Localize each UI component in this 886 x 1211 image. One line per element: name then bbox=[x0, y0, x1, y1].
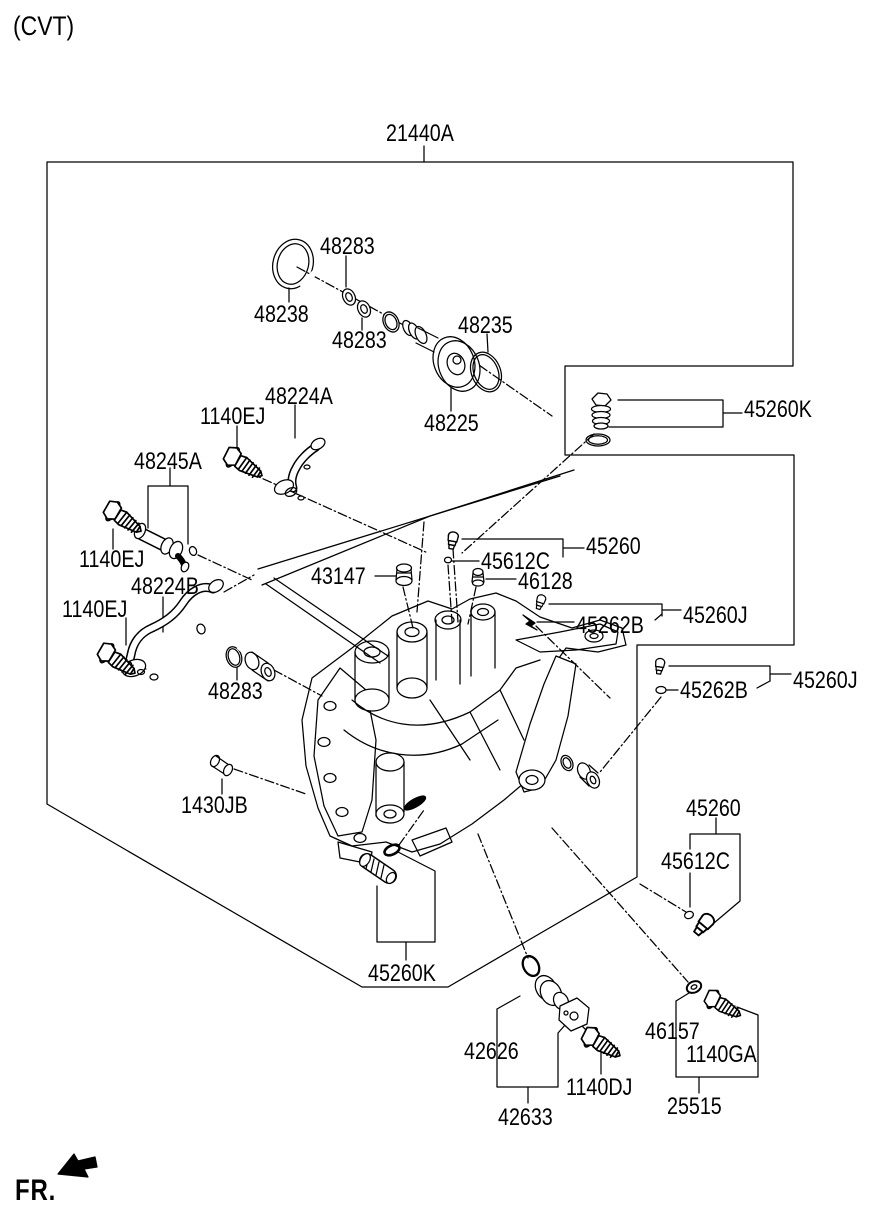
callout-brackets bbox=[112, 255, 792, 1104]
assembly-boundary-outline bbox=[46, 145, 795, 988]
part-label-1140EJ-c: 1140EJ bbox=[62, 596, 128, 623]
variant-note: (CVT) bbox=[13, 11, 75, 41]
mounting-surface-lines bbox=[257, 469, 575, 664]
part-label-48245A: 48245A bbox=[134, 448, 202, 475]
oil-pump-ring bbox=[382, 311, 400, 333]
part-label-1140EJ-a: 1140EJ bbox=[200, 403, 266, 430]
o-ring-48235 bbox=[469, 351, 503, 393]
part-label-1430JB: 1430JB bbox=[181, 792, 248, 819]
bolt-1140EJ-a bbox=[219, 443, 269, 485]
part-label-48224B: 48224B bbox=[131, 573, 199, 600]
front-direction-label: FR. bbox=[15, 1174, 57, 1207]
snap-ring-48283-c bbox=[225, 646, 247, 668]
part-label-48225: 48225 bbox=[424, 410, 479, 437]
part-label-42626: 42626 bbox=[464, 1038, 519, 1065]
bolt-1140GA bbox=[700, 986, 747, 1024]
plug-45260-b bbox=[690, 910, 718, 939]
case-plugs bbox=[560, 754, 601, 789]
part-label-45260J-a: 45260J bbox=[683, 602, 748, 629]
part-label-45612C-a: 45612C bbox=[481, 548, 550, 575]
ring-45612C-a bbox=[443, 556, 453, 564]
part-label-48238: 48238 bbox=[254, 301, 309, 328]
part-label-45260K-a: 45260K bbox=[744, 396, 812, 423]
part-label-48235: 48235 bbox=[458, 312, 513, 339]
plug-46128 bbox=[471, 567, 485, 587]
cap-43147 bbox=[395, 563, 413, 587]
drain-plug-45260K-a bbox=[585, 392, 612, 447]
bolt-1140DJ bbox=[577, 1023, 627, 1065]
part-label-48224A: 48224A bbox=[265, 383, 333, 410]
part-label-43147: 43147 bbox=[311, 563, 366, 590]
part-label-48283-b: 48283 bbox=[332, 327, 387, 354]
part-label-45260K-b: 45260K bbox=[368, 960, 436, 987]
seal-ring-48283-b bbox=[356, 300, 372, 318]
spring-plug-45260K-b bbox=[359, 843, 401, 885]
screw-45260-a bbox=[445, 530, 460, 551]
leader-dash-lines bbox=[127, 266, 689, 1035]
washer-46157 bbox=[685, 980, 703, 994]
part-label-25515: 25515 bbox=[667, 1093, 722, 1120]
valve-body-illustration bbox=[301, 592, 627, 865]
ring-45262B-b bbox=[655, 685, 667, 695]
tube-48224A bbox=[273, 437, 326, 501]
part-label-1140DJ: 1140DJ bbox=[566, 1074, 633, 1101]
part-label-45262B-b: 45262B bbox=[680, 677, 748, 704]
part-label-45260-a: 45260 bbox=[586, 533, 641, 560]
part-label-42633: 42633 bbox=[498, 1104, 553, 1131]
front-direction-arrow-icon bbox=[57, 1153, 98, 1178]
part-label-46128: 46128 bbox=[518, 568, 573, 595]
bushing-48283-c bbox=[244, 651, 276, 682]
part-label-46157: 46157 bbox=[645, 1018, 700, 1045]
screw-45262B-a bbox=[533, 593, 548, 611]
part-label-1140GA: 1140GA bbox=[686, 1041, 757, 1068]
pin-45262B-a bbox=[522, 614, 538, 631]
ring-45612C-b bbox=[683, 910, 695, 920]
part-label-45262B-a: 45262B bbox=[576, 612, 644, 639]
tube-48245A bbox=[133, 522, 198, 573]
seal-ring-48283-a bbox=[341, 288, 357, 306]
pump-shaft-48225 bbox=[402, 319, 481, 392]
part-label-48283-c: 48283 bbox=[208, 678, 263, 705]
part-label-1140EJ-b: 1140EJ bbox=[79, 546, 145, 573]
snap-ring-48238 bbox=[272, 238, 319, 290]
speed-sensor-42633 bbox=[521, 954, 590, 1032]
pin-1430JB bbox=[209, 754, 234, 777]
part-label-45612C-b: 45612C bbox=[661, 848, 730, 875]
part-label-45260-b: 45260 bbox=[686, 795, 741, 822]
part-label-21440A: 21440A bbox=[386, 120, 454, 147]
part-label-48283-a: 48283 bbox=[320, 233, 375, 260]
part-label-45260J-b: 45260J bbox=[793, 667, 858, 694]
screw-45262B-b bbox=[653, 657, 666, 676]
